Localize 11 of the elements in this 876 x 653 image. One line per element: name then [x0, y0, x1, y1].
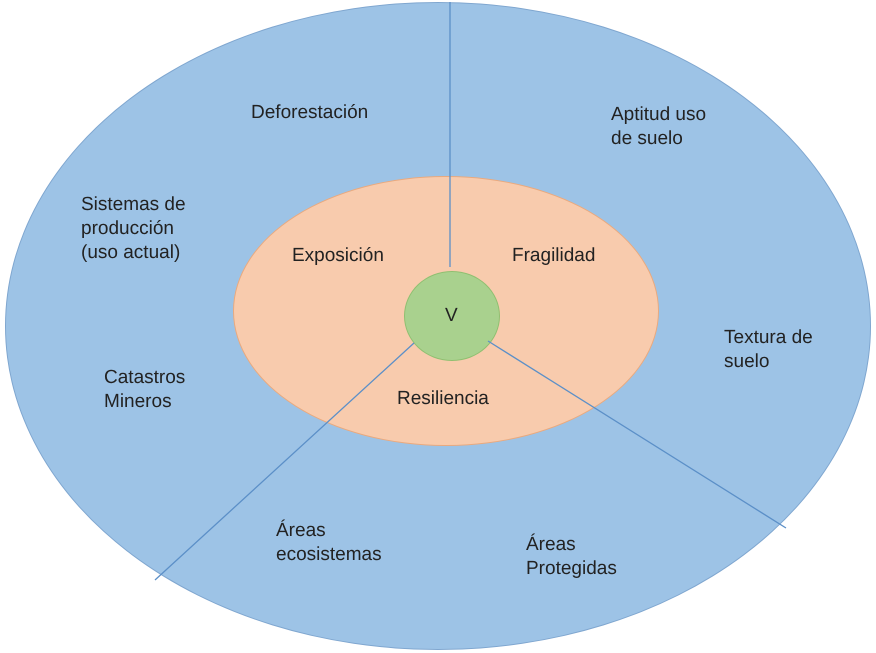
- factor-label: Áreas Protegidas: [526, 533, 618, 581]
- factor-label: Fragilidad: [512, 244, 596, 268]
- factor-label: Aptitud uso de suelo: [611, 103, 708, 151]
- factor-label: Áreas ecosistemas: [276, 519, 383, 567]
- factor-label: Textura de suelo: [724, 326, 814, 374]
- factor-label: Deforestación: [251, 101, 370, 125]
- factor-label: V: [445, 304, 459, 328]
- factor-label: Exposición: [292, 244, 385, 268]
- factor-label: Catastros Mineros: [104, 366, 186, 414]
- factor-label: Sistemas de producción (uso actual): [81, 193, 187, 265]
- factor-label: Resiliencia: [397, 387, 490, 411]
